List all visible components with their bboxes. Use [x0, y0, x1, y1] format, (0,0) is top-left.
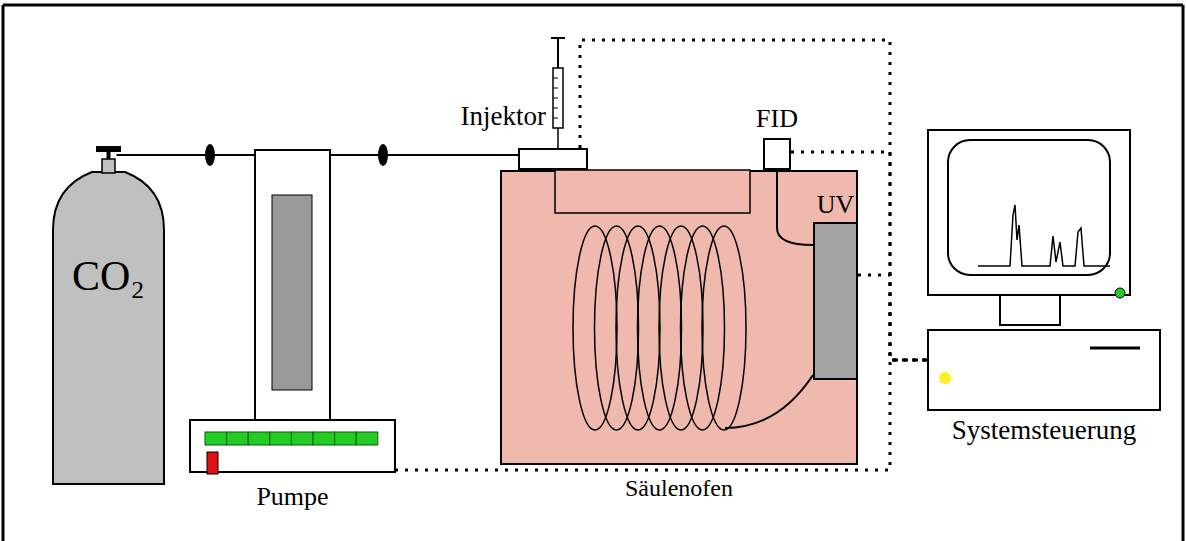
column-oven: SäulenofenUV	[500, 170, 858, 465]
gas-cylinder: CO₂	[52, 145, 165, 485]
node-label: Injektor	[461, 102, 546, 132]
node-label: FID	[756, 105, 798, 134]
fid-detector: FID	[763, 138, 791, 170]
pump: Pumpe	[190, 150, 395, 475]
gas-line	[117, 154, 256, 156]
node-label: Pumpe	[256, 483, 328, 512]
node-label: Säulenofen	[625, 475, 733, 501]
signal-line	[858, 275, 928, 360]
computer	[928, 130, 1160, 410]
gas-line	[330, 154, 518, 156]
syringe	[551, 38, 565, 148]
pump-body	[190, 150, 395, 474]
cylinder-outline	[52, 145, 165, 485]
uv-detector: UV	[813, 222, 858, 380]
system-control: Systemsteuerung	[928, 130, 1160, 410]
node-label: Systemsteuerung	[952, 416, 1136, 446]
node-label: CO₂	[52, 253, 165, 299]
frame	[3, 5, 1183, 541]
injector: Injektor	[518, 148, 588, 170]
node-label: UV	[817, 191, 855, 220]
column-coil	[500, 170, 858, 465]
